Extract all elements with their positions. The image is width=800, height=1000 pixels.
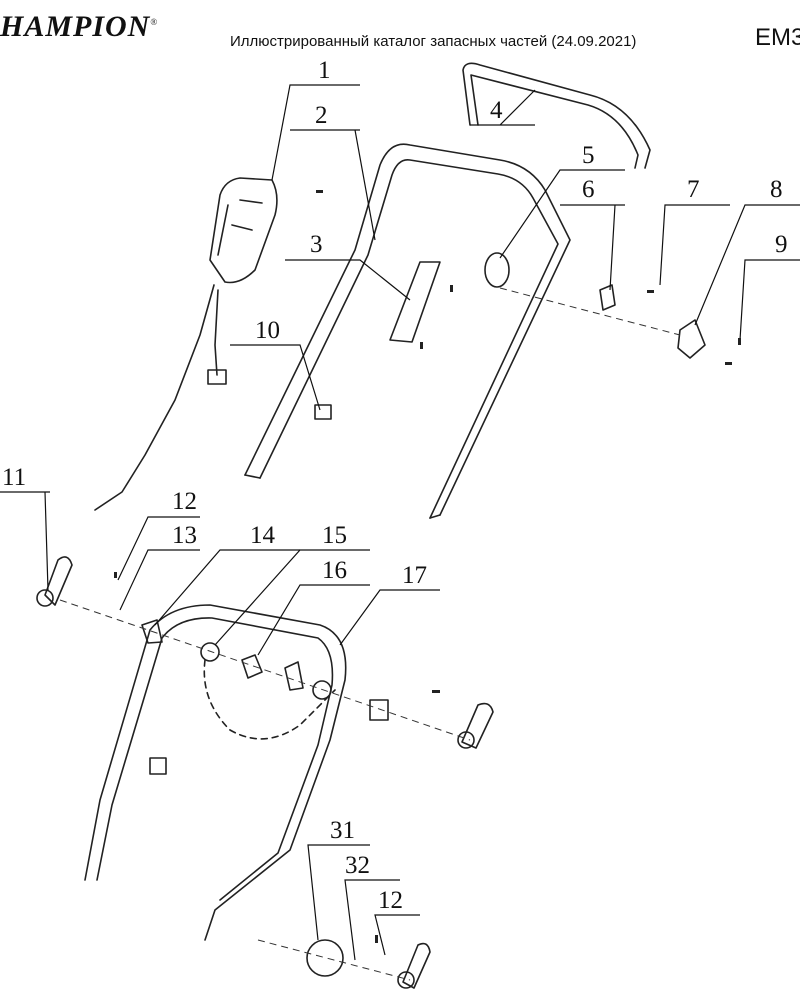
knob-lower-right xyxy=(402,942,431,989)
callout-12: 12 xyxy=(172,488,197,515)
callout-6: 6 xyxy=(582,176,595,203)
clip-10 xyxy=(314,404,332,420)
plate-outline xyxy=(203,659,336,740)
clip-16a xyxy=(241,654,263,679)
callout-31: 31 xyxy=(330,817,355,844)
callout-1: 1 xyxy=(318,57,331,84)
callout-14: 14 xyxy=(250,522,276,549)
callout-3: 3 xyxy=(310,231,323,258)
callout-15: 15 xyxy=(322,522,347,549)
brand-logo: HAMPION® xyxy=(0,10,158,44)
knob-11 xyxy=(44,556,73,606)
callout-12-lower: 12 xyxy=(378,887,403,914)
callout-11: 11 xyxy=(2,464,26,491)
clip-16b xyxy=(284,661,304,691)
cable-clamp xyxy=(599,284,616,311)
washer-15 xyxy=(200,642,220,662)
switch-box xyxy=(209,177,278,284)
brake-cable xyxy=(94,284,215,511)
callout-5: 5 xyxy=(582,142,595,169)
upper-handle-frame xyxy=(244,143,571,516)
cable-hook xyxy=(484,252,510,288)
clip-14 xyxy=(141,619,163,644)
callout-16: 16 xyxy=(322,557,347,584)
top-bar xyxy=(462,62,651,169)
callout-8: 8 xyxy=(770,176,783,203)
model-code: EM3 xyxy=(755,24,800,51)
knob-31 xyxy=(306,939,344,977)
catalog-title: Иллюстрированный каталог запасных частей… xyxy=(230,33,637,50)
lower-handle-frame xyxy=(84,604,347,941)
callout-13: 13 xyxy=(172,522,197,549)
callout-2: 2 xyxy=(315,102,328,129)
callout-9: 9 xyxy=(775,231,788,258)
knob-right xyxy=(461,702,494,749)
knob-8 xyxy=(677,319,706,359)
registered-mark: ® xyxy=(150,17,159,27)
brand-name: HAMPION xyxy=(0,10,151,43)
callout-10: 10 xyxy=(255,317,280,344)
cable-bracket xyxy=(389,261,441,343)
callout-4: 4 xyxy=(490,97,503,124)
callout-32: 32 xyxy=(345,852,370,879)
callout-7: 7 xyxy=(687,176,700,203)
nut xyxy=(369,699,389,721)
callout-17: 17 xyxy=(402,562,427,589)
